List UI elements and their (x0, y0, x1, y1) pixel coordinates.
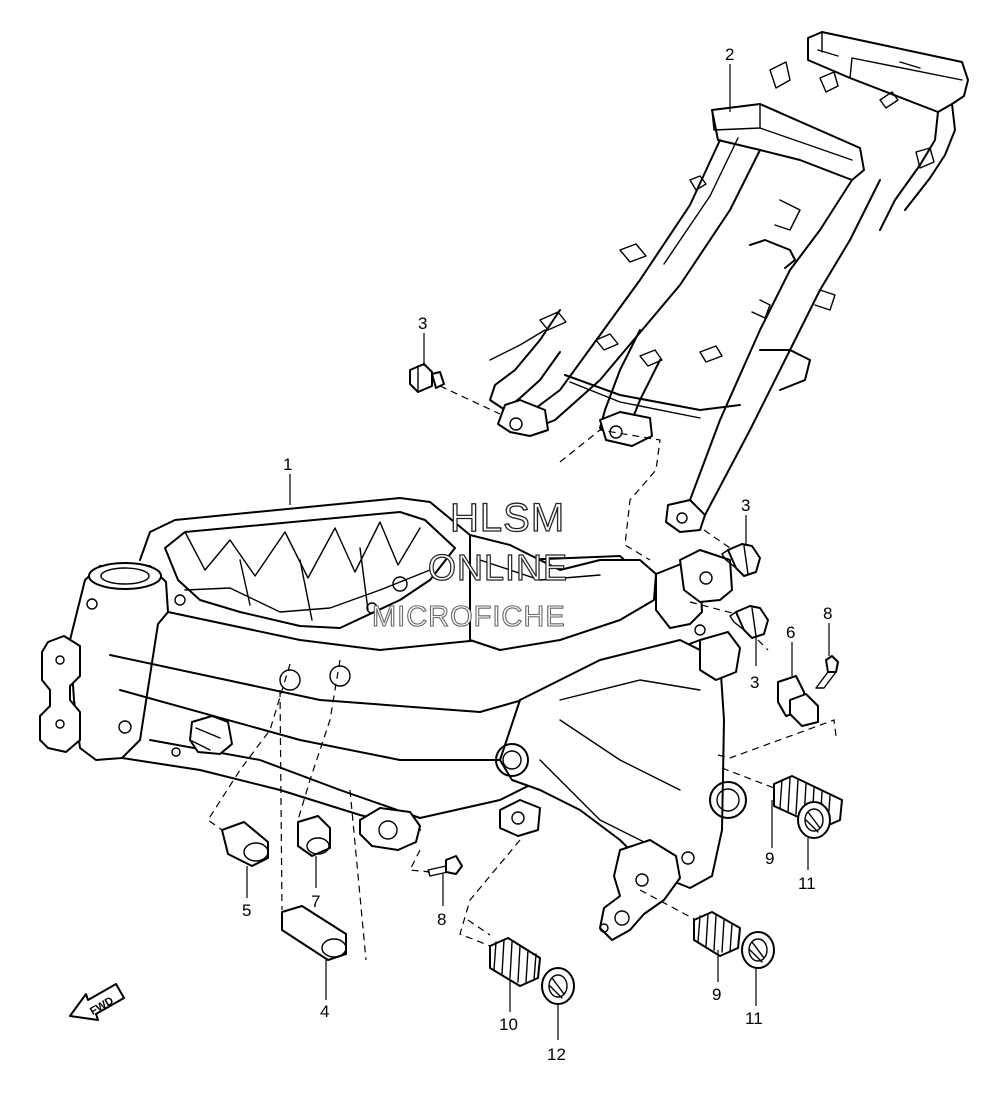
main-frame (39, 497, 747, 941)
bolt-3-middle (729, 605, 769, 639)
nut-11-lower (741, 931, 775, 969)
collar-6 (777, 675, 819, 727)
assembly-lines (207, 385, 837, 961)
bolt-3-right (721, 543, 761, 577)
collar-7 (297, 815, 331, 857)
seat-rail-subframe (489, 31, 969, 533)
callout-4: 4 (320, 1002, 329, 1021)
nut-12 (541, 967, 575, 1005)
watermark-line-3: MICROFICHE (372, 601, 566, 633)
callout-11-upper: 11 (798, 874, 816, 893)
adjuster-9-lower (693, 911, 741, 957)
callout-3-middle: 3 (750, 673, 759, 692)
callout-10: 10 (499, 1015, 518, 1034)
adjuster-10 (489, 937, 541, 987)
bolt-8-lower (427, 855, 463, 877)
nut-11-upper (797, 801, 831, 839)
watermark: HLSM ONLINE MICROFICHE (371, 495, 568, 633)
callout-1: 1 (283, 455, 292, 474)
callout-12: 12 (547, 1045, 566, 1064)
callout-11-lower: 11 (745, 1009, 763, 1028)
bolt-3-upper (409, 363, 445, 393)
callout-8-lower: 8 (437, 910, 446, 929)
callout-6: 6 (786, 623, 795, 642)
forward-direction-arrow: FWD (69, 983, 125, 1021)
callout-labels: 1 2 3 3 3 4 5 6 7 8 8 9 9 10 11 11 12 (242, 45, 832, 1064)
callout-2: 2 (725, 45, 734, 64)
bolt-8-upper (815, 655, 839, 689)
callout-8-upper: 8 (823, 604, 832, 623)
collar-4 (281, 905, 347, 961)
callout-9-lower: 9 (712, 985, 721, 1004)
callout-leaders (246, 64, 830, 1040)
callout-3-upper: 3 (418, 314, 427, 333)
watermark-line-2: ONLINE (428, 547, 568, 588)
collar-5 (221, 821, 269, 867)
callout-9-upper: 9 (765, 849, 774, 868)
callout-3-right: 3 (741, 496, 750, 515)
callout-5: 5 (242, 901, 251, 920)
callout-7: 7 (311, 892, 320, 911)
watermark-line-1: HLSM (450, 496, 565, 540)
